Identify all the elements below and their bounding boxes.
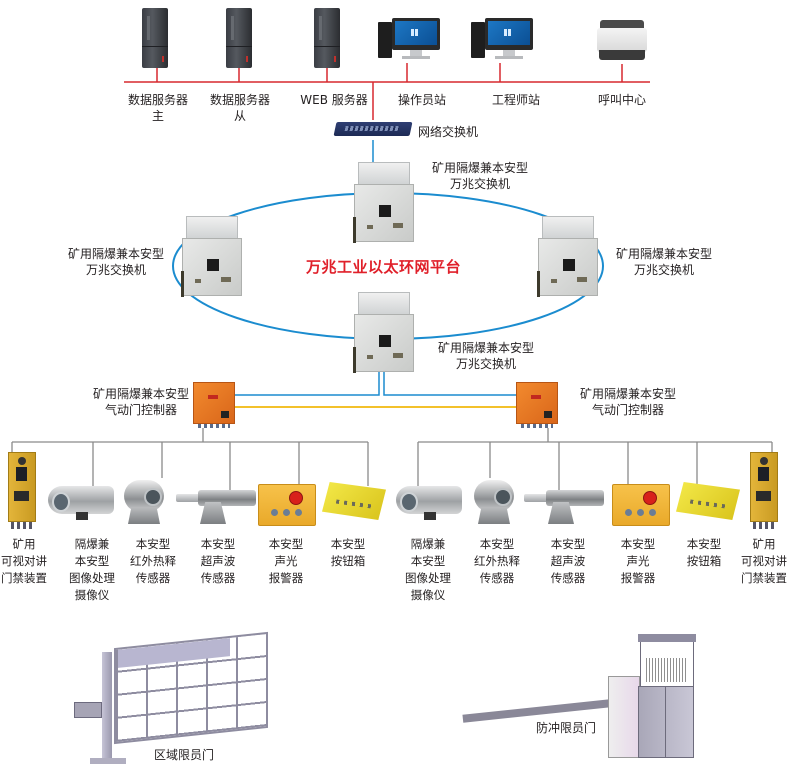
label-ring-switch-top: 矿用隔爆兼本安型 万兆交换机 <box>431 161 528 191</box>
label-left-infrared: 本安型 红外热释 传感器 <box>130 537 176 585</box>
label-left-intercom: 矿用 可视对讲 门禁装置 <box>1 537 47 585</box>
label-right-camera: 隔爆兼 本安型 图像处理 摄像仪 <box>405 537 451 602</box>
label-left-alarm: 本安型 声光 报警器 <box>268 537 304 585</box>
intercom-access-icon <box>750 452 778 529</box>
fiber-left <box>235 362 380 396</box>
label-controller-right: 矿用隔爆兼本安型 气动门控制器 <box>579 387 676 417</box>
label-anti-collision-gate: 防冲限员门 <box>535 721 596 735</box>
explosion-proof-switch-icon <box>352 292 414 373</box>
label-left-ultrasonic: 本安型 超声波 传感器 <box>200 537 236 585</box>
label-right-ultrasonic: 本安型 超声波 传感器 <box>550 537 586 585</box>
label-right-alarm: 本安型 声光 报警器 <box>620 537 656 585</box>
label-call-center: 呼叫中心 <box>597 93 646 107</box>
label-right-button-box: 本安型 按钮箱 <box>686 537 722 568</box>
label-right-intercom: 矿用 可视对讲 门禁装置 <box>741 537 787 585</box>
label-data-server-master: 数据服务器 主 <box>127 93 188 123</box>
ultrasonic-sensor-icon <box>524 482 606 526</box>
camera-icon <box>48 486 114 520</box>
infrared-sensor-icon <box>470 478 518 526</box>
intercom-access-icon <box>8 452 36 529</box>
label-network-switch: 网络交换机 <box>418 125 479 139</box>
label-left-button-box: 本安型 按钮箱 <box>330 537 366 568</box>
label-ring-switch-bottom: 矿用隔爆兼本安型 万兆交换机 <box>437 341 534 371</box>
alarm-icon <box>612 484 670 526</box>
label-ring-switch-right: 矿用隔爆兼本安型 万兆交换机 <box>615 247 712 277</box>
label-ring-switch-left: 矿用隔爆兼本安型 万兆交换机 <box>67 247 164 277</box>
alarm-icon <box>258 484 316 526</box>
pneumatic-door-controller-icon <box>516 382 558 428</box>
label-left-camera: 隔爆兼 本安型 图像处理 摄像仪 <box>69 537 115 602</box>
label-region-gate: 区域限员门 <box>153 748 214 762</box>
label-controller-left: 矿用隔爆兼本安型 气动门控制器 <box>92 387 189 417</box>
explosion-proof-switch-icon <box>180 216 242 297</box>
label-right-infrared: 本安型 红外热释 传感器 <box>474 537 520 585</box>
tower-server-icon <box>142 8 168 68</box>
printer-icon <box>597 20 647 60</box>
platform-title: 万兆工业以太环网平台 <box>306 258 462 276</box>
explosion-proof-switch-icon <box>536 216 598 297</box>
tower-server-icon <box>226 8 252 68</box>
label-web-server: WEB 服务器 <box>300 93 368 107</box>
explosion-proof-switch-icon <box>352 162 414 243</box>
infrared-sensor-icon <box>120 478 168 526</box>
label-operator-station: 操作员站 <box>397 93 446 107</box>
network-switch-icon <box>333 122 413 136</box>
region-gate-icon <box>74 631 274 770</box>
pneumatic-door-controller-icon <box>193 382 235 428</box>
label-engineer-station: 工程师站 <box>491 93 540 107</box>
label-data-server-slave: 数据服务器 从 <box>209 93 270 123</box>
fiber-right <box>383 362 516 396</box>
ultrasonic-sensor-icon <box>176 482 258 526</box>
anti-collision-gate-icon <box>462 634 702 766</box>
tower-server-icon <box>314 8 340 68</box>
camera-icon <box>396 486 462 520</box>
